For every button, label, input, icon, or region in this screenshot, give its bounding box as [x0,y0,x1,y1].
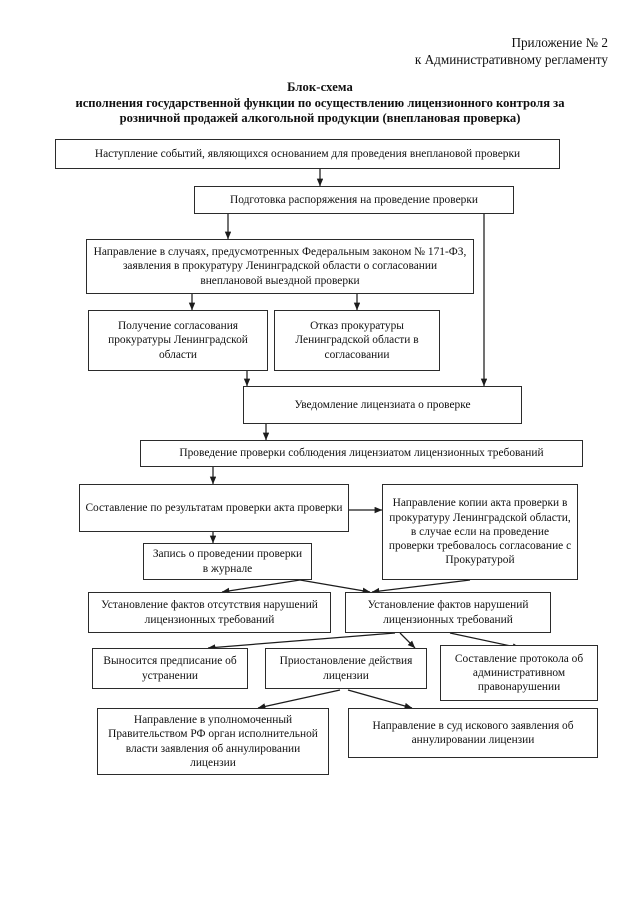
flow-node-send-to-court[interactable]: Направление в суд искового заявления об … [348,708,598,758]
flow-node-label: Приостановление действия лицензии [279,655,413,682]
flow-node-trigger-event[interactable]: Наступление событий, являющихся основани… [55,139,560,169]
flow-node-label: Направление в суд искового заявления об … [372,719,574,746]
title-line-1: Блок-схема [287,80,353,94]
appendix-regulation: к Административному регламенту [414,52,608,67]
flow-node-conduct-inspection[interactable]: Проведение проверки соблюдения лицензиат… [140,440,583,467]
flow-node-label: Выносится предписание об устранении [103,655,237,682]
flow-node-violations-found[interactable]: Установление фактов нарушений лицензионн… [345,592,551,633]
flow-node-approval-received[interactable]: Получение согласования прокуратуры Ленин… [88,310,268,371]
flow-node-send-application-prosecutor[interactable]: Направление в случаях, предусмотренных Ф… [86,239,474,294]
flow-node-send-act-copy-prosecutor[interactable]: Направление копии акта проверки в прокур… [382,484,578,580]
flow-node-label: Установление фактов отсутствия нарушений… [101,599,318,626]
title-line-3: розничной продажей алкогольной продукции… [119,111,521,125]
flow-node-label: Подготовка распоряжения на проведение пр… [230,193,478,206]
appendix-reference: Приложение № 2 к Административному регла… [415,34,608,68]
flow-node-notify-licensee[interactable]: Уведомление лицензиата о проверке [243,386,522,424]
flow-node-label: Получение согласования прокуратуры Ленин… [108,320,248,361]
page-title: Блок-схема исполнения государственной фу… [40,80,600,127]
flow-node-journal-record[interactable]: Запись о проведении проверки в журнале [143,543,312,580]
flow-node-draw-up-act[interactable]: Составление по результатам проверки акта… [79,484,349,532]
flow-node-send-to-federal-authority[interactable]: Направление в уполномоченный Правительст… [97,708,329,775]
flow-node-label: Наступление событий, являющихся основани… [94,147,521,160]
flow-node-administrative-protocol[interactable]: Составление протокола об административно… [440,645,598,701]
flow-node-label: Запись о проведении проверки в журнале [152,548,303,575]
flow-node-label: Направление копии акта проверки в прокур… [388,497,572,567]
flow-node-no-violations-found[interactable]: Установление фактов отсутствия нарушений… [88,592,331,633]
flow-node-approval-refused[interactable]: Отказ прокуратуры Ленинградской области … [274,310,440,371]
flow-node-label: Уведомление лицензиата о проверке [294,398,471,411]
flow-node-suspend-license[interactable]: Приостановление действия лицензии [265,648,427,689]
flow-node-issue-prescription[interactable]: Выносится предписание об устранении [92,648,248,689]
appendix-number: Приложение № 2 [511,35,608,50]
flow-node-label: Составление по результатам проверки акта… [85,501,343,514]
flow-node-label: Проведение проверки соблюдения лицензиат… [179,447,544,460]
flow-node-label: Направление в уполномоченный Правительст… [108,714,318,769]
flow-node-label: Направление в случаях, предусмотренных Ф… [93,246,467,287]
flow-node-prepare-order[interactable]: Подготовка распоряжения на проведение пр… [194,186,514,214]
flow-node-label: Установление фактов нарушений лицензионн… [367,599,529,626]
flow-node-label: Отказ прокуратуры Ленинградской области … [295,320,419,361]
title-line-2: исполнения государственной функции по ос… [75,95,565,110]
flow-node-label: Составление протокола об административно… [454,652,584,694]
